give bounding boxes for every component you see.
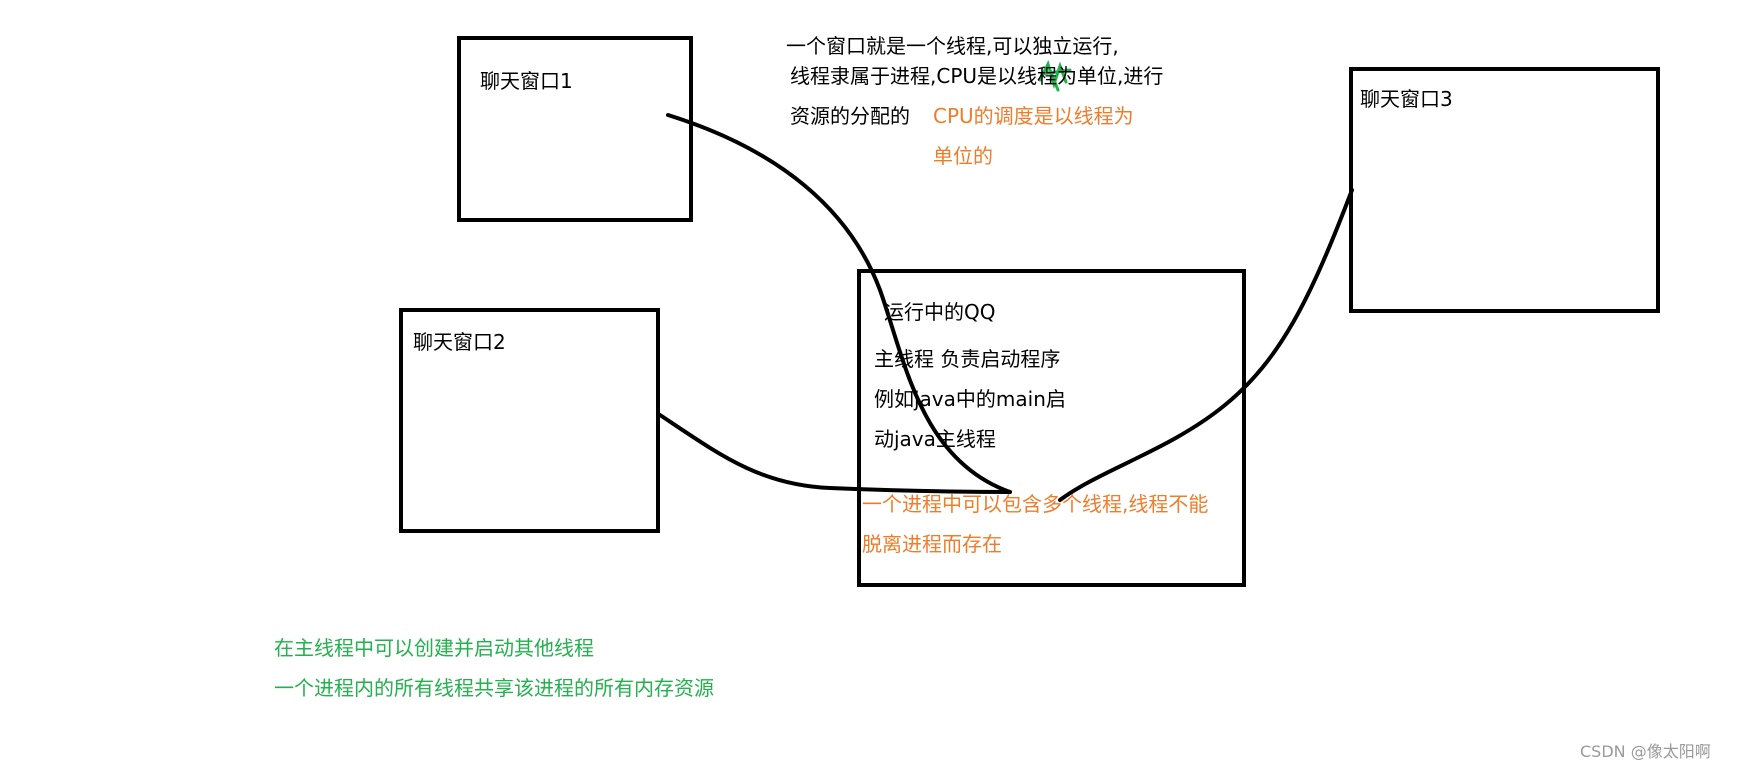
top-note-line1: 一个窗口就是一个线程,可以独立运行, [786, 34, 1119, 58]
connector-chat2-to-qq [658, 413, 1012, 494]
chat-window-3-box [1349, 67, 1660, 313]
qq-process-title: 运行中的QQ [884, 300, 996, 324]
running-qq-process-box [857, 269, 1246, 587]
top-note-line3: 资源的分配的 [790, 104, 910, 128]
connector-chat1-to-qq [666, 113, 1012, 494]
qq-process-note-line1: 一个进程中可以包含多个线程,线程不能 [862, 492, 1209, 516]
bottom-note-line2: 一个进程内的所有线程共享该进程的所有内存资源 [274, 676, 714, 700]
top-note-line2: 线程隶属于进程,CPU是以线程为单位,进行 [790, 64, 1164, 88]
connector-chat3-to-qq [1058, 188, 1354, 502]
qq-main-thread-line2: 例如java中的main启 [874, 387, 1066, 411]
qq-process-note-line2: 脱离进程而存在 [862, 532, 1002, 556]
csdn-watermark: CSDN @像太阳啊 [1580, 742, 1711, 761]
chat-window-1-label: 聊天窗口1 [480, 69, 573, 93]
chat-window-1-box [457, 36, 693, 222]
green-scribble-mark [1038, 59, 1072, 92]
bottom-note-line1: 在主线程中可以创建并启动其他线程 [274, 636, 594, 660]
top-note-orange-line1: CPU的调度是以线程为 [933, 104, 1134, 128]
qq-main-thread-line3: 动java主线程 [874, 427, 996, 451]
chat-window-2-box [399, 308, 660, 533]
top-note-orange-line2: 单位的 [933, 144, 993, 168]
chat-window-3-label: 聊天窗口3 [1360, 87, 1453, 111]
qq-main-thread-line1: 主线程 负责启动程序 [874, 347, 1061, 371]
chat-window-2-label: 聊天窗口2 [413, 330, 506, 354]
